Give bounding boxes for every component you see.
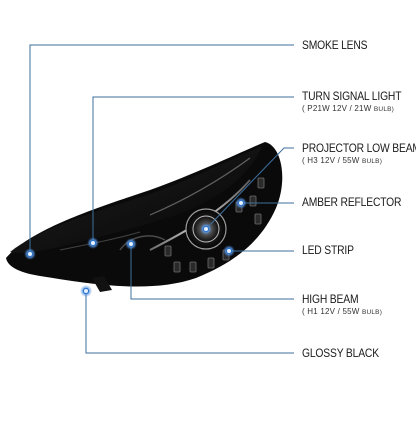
- callout-amber: AMBER REFLECTOR: [302, 195, 416, 209]
- leader-glossy: [85, 291, 294, 354]
- callout-title: LED STRIP: [302, 243, 354, 257]
- callout-spec: ( P21W 12V / 21W BULB): [302, 104, 395, 113]
- mount-tab: [92, 276, 112, 292]
- callout-title: AMBER REFLECTOR: [302, 195, 402, 209]
- callout-title: SMOKE LENS: [302, 38, 368, 52]
- callout-title: PROJECTOR LOW BEAM: [302, 141, 416, 155]
- callout-title: HIGH BEAM: [302, 292, 359, 306]
- lens-reflection: [149, 157, 251, 216]
- callout-spec: ( H1 12V / 55W BULB): [302, 307, 383, 316]
- callout-glossy: GLOSSY BLACK: [302, 346, 391, 360]
- leader-turn-signal: [92, 96, 294, 243]
- lens-reflection-2: [59, 231, 141, 251]
- inner-detail: [119, 235, 166, 251]
- callout-smoke-lens: SMOKE LENS: [302, 38, 378, 52]
- leader-smoke-lens: [29, 44, 294, 254]
- callout-dots: [24, 197, 247, 297]
- callout-turn-signal: TURN SIGNAL LIGHT ( P21W 12V / 21W BULB): [302, 89, 416, 113]
- callout-title: GLOSSY BLACK: [302, 346, 379, 360]
- callout-projector: PROJECTOR LOW BEAM ( H3 12V / 55W BULB): [302, 141, 416, 165]
- smoke-lens-surface: [10, 146, 262, 253]
- projector-ring: [192, 215, 220, 243]
- leader-projector: [205, 147, 294, 230]
- leader-high-beam: [130, 244, 294, 300]
- callout-spec: ( H3 12V / 55W BULB): [302, 156, 383, 165]
- callout-led: LED STRIP: [302, 243, 362, 257]
- leader-lines: [29, 44, 294, 354]
- callout-high-beam: HIGH BEAM ( H1 12V / 55W BULB): [302, 292, 382, 316]
- callout-title: TURN SIGNAL LIGHT: [302, 89, 402, 103]
